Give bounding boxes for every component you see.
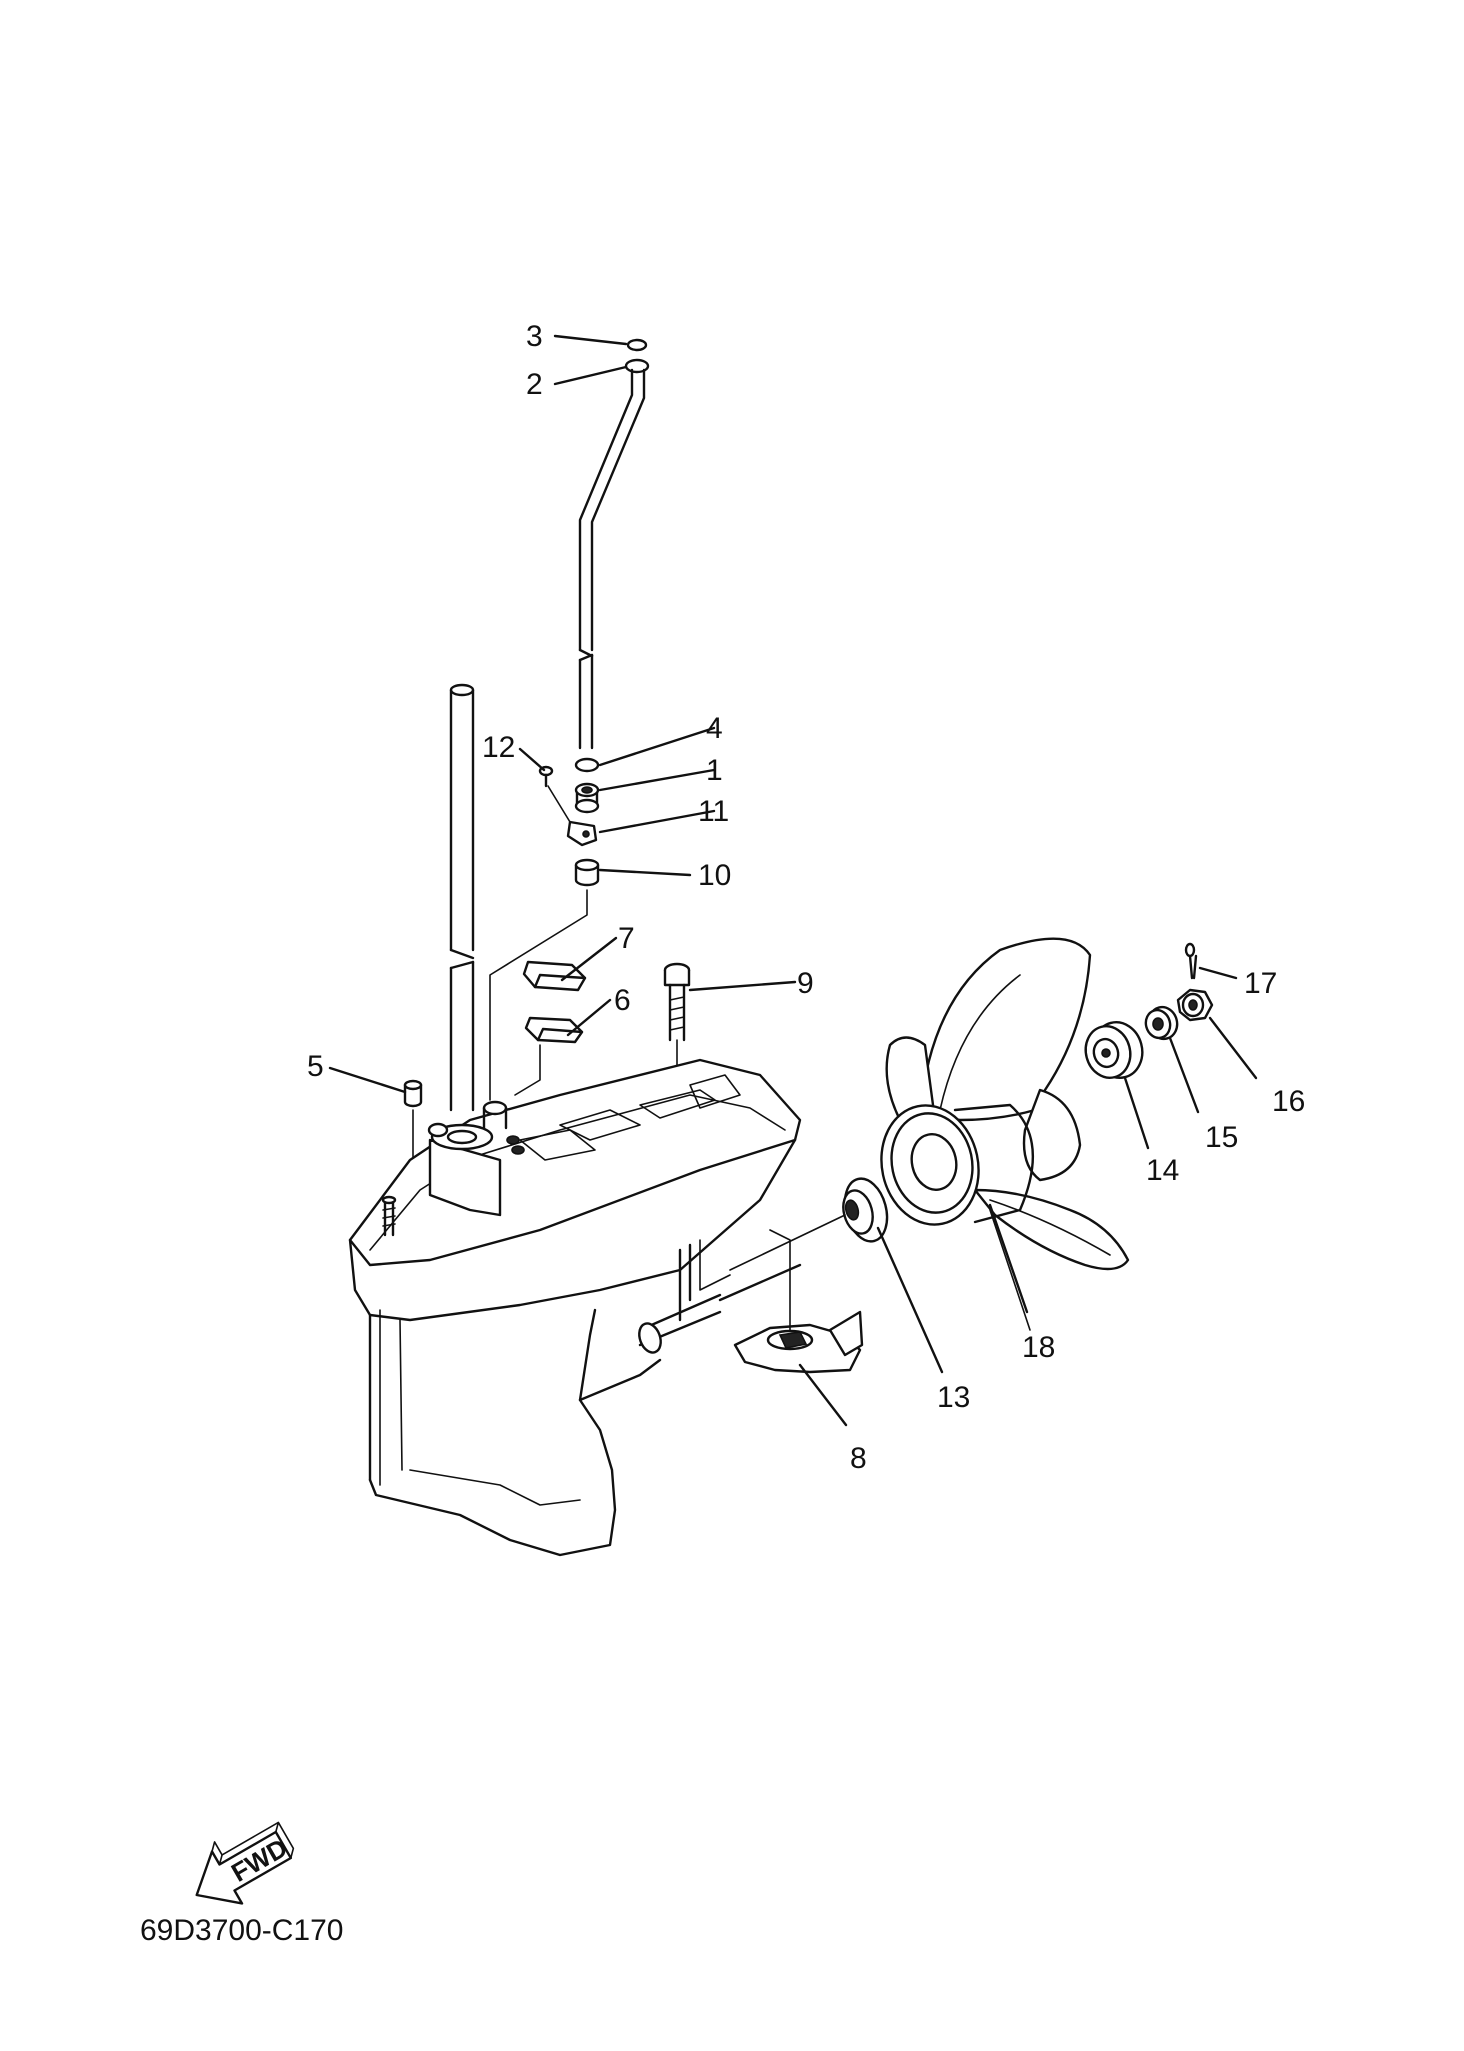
callout-14: 14 xyxy=(1146,1154,1179,1187)
thrust-washer xyxy=(729,1177,889,1271)
castle-nut xyxy=(1176,988,1214,1022)
bolt xyxy=(663,962,691,1086)
callout-11: 11 xyxy=(698,795,729,828)
fwd-arrow-icon: FWD xyxy=(195,1821,295,1905)
callout-15: 15 xyxy=(1205,1121,1238,1154)
callout-4: 4 xyxy=(706,712,723,745)
callout-8: 8 xyxy=(850,1442,867,1475)
callout-9: 9 xyxy=(797,967,814,1000)
drawing-code: 69D3700-C170 xyxy=(140,1914,343,1947)
seal-stack xyxy=(489,757,600,1101)
lower-casing xyxy=(348,1058,802,1557)
washer xyxy=(1144,1005,1179,1041)
propeller xyxy=(880,937,1130,1331)
drive-shaft xyxy=(449,683,475,1112)
callout-13: 13 xyxy=(937,1381,970,1414)
callout-2: 2 xyxy=(526,368,543,401)
callout-7: 7 xyxy=(618,922,635,955)
callout-6: 6 xyxy=(614,984,631,1017)
anode xyxy=(733,1229,864,1374)
callout-10: 10 xyxy=(698,859,731,892)
callout-1: 1 xyxy=(706,754,723,787)
callout-labels: 3 2 4 1 11 10 12 7 6 5 9 17 16 15 14 18 … xyxy=(307,320,1305,1475)
callout-18: 18 xyxy=(1022,1331,1055,1364)
callout-3: 3 xyxy=(526,320,543,353)
shims xyxy=(514,960,587,1096)
shift-rod xyxy=(578,338,650,750)
callout-17: 17 xyxy=(1244,967,1277,1000)
cotter-pin xyxy=(1184,942,1198,980)
spacer xyxy=(1084,1021,1144,1079)
callout-5: 5 xyxy=(307,1050,324,1083)
leader-lines xyxy=(328,334,1258,1427)
callout-16: 16 xyxy=(1272,1085,1305,1118)
callout-12: 12 xyxy=(482,731,515,764)
